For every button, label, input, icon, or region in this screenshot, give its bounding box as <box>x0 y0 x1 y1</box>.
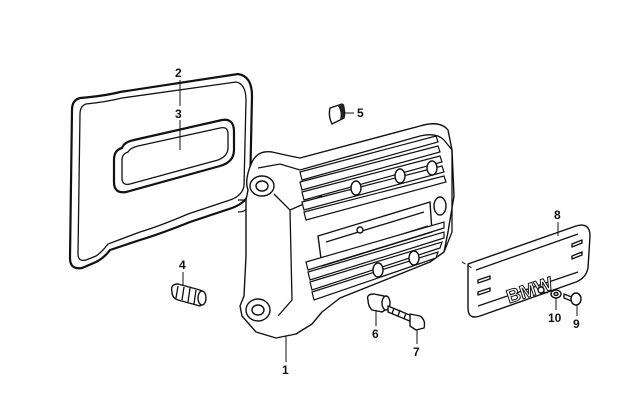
callout-4: 4 <box>179 258 186 272</box>
callout-3: 3 <box>175 107 182 121</box>
screw <box>563 292 582 306</box>
rubber-bush <box>366 293 391 313</box>
callout-1: 1 <box>282 363 289 377</box>
outer-gasket <box>68 72 254 270</box>
callout-5: 5 <box>357 106 364 120</box>
inner-seal-ring <box>112 118 236 194</box>
washer <box>550 289 562 299</box>
assembly-guide-line <box>543 291 553 295</box>
assembly-guide-line <box>461 261 473 269</box>
callout-6: 6 <box>372 327 379 341</box>
valve-cover <box>239 123 455 339</box>
spring-sleeve <box>170 283 207 307</box>
bolt <box>387 305 426 331</box>
callout-7: 7 <box>413 345 420 359</box>
callout-8: 8 <box>554 208 561 222</box>
callout-10: 10 <box>548 311 562 325</box>
callout-9: 9 <box>573 317 580 331</box>
callout-2: 2 <box>175 66 182 80</box>
rubber-plug <box>328 103 346 125</box>
